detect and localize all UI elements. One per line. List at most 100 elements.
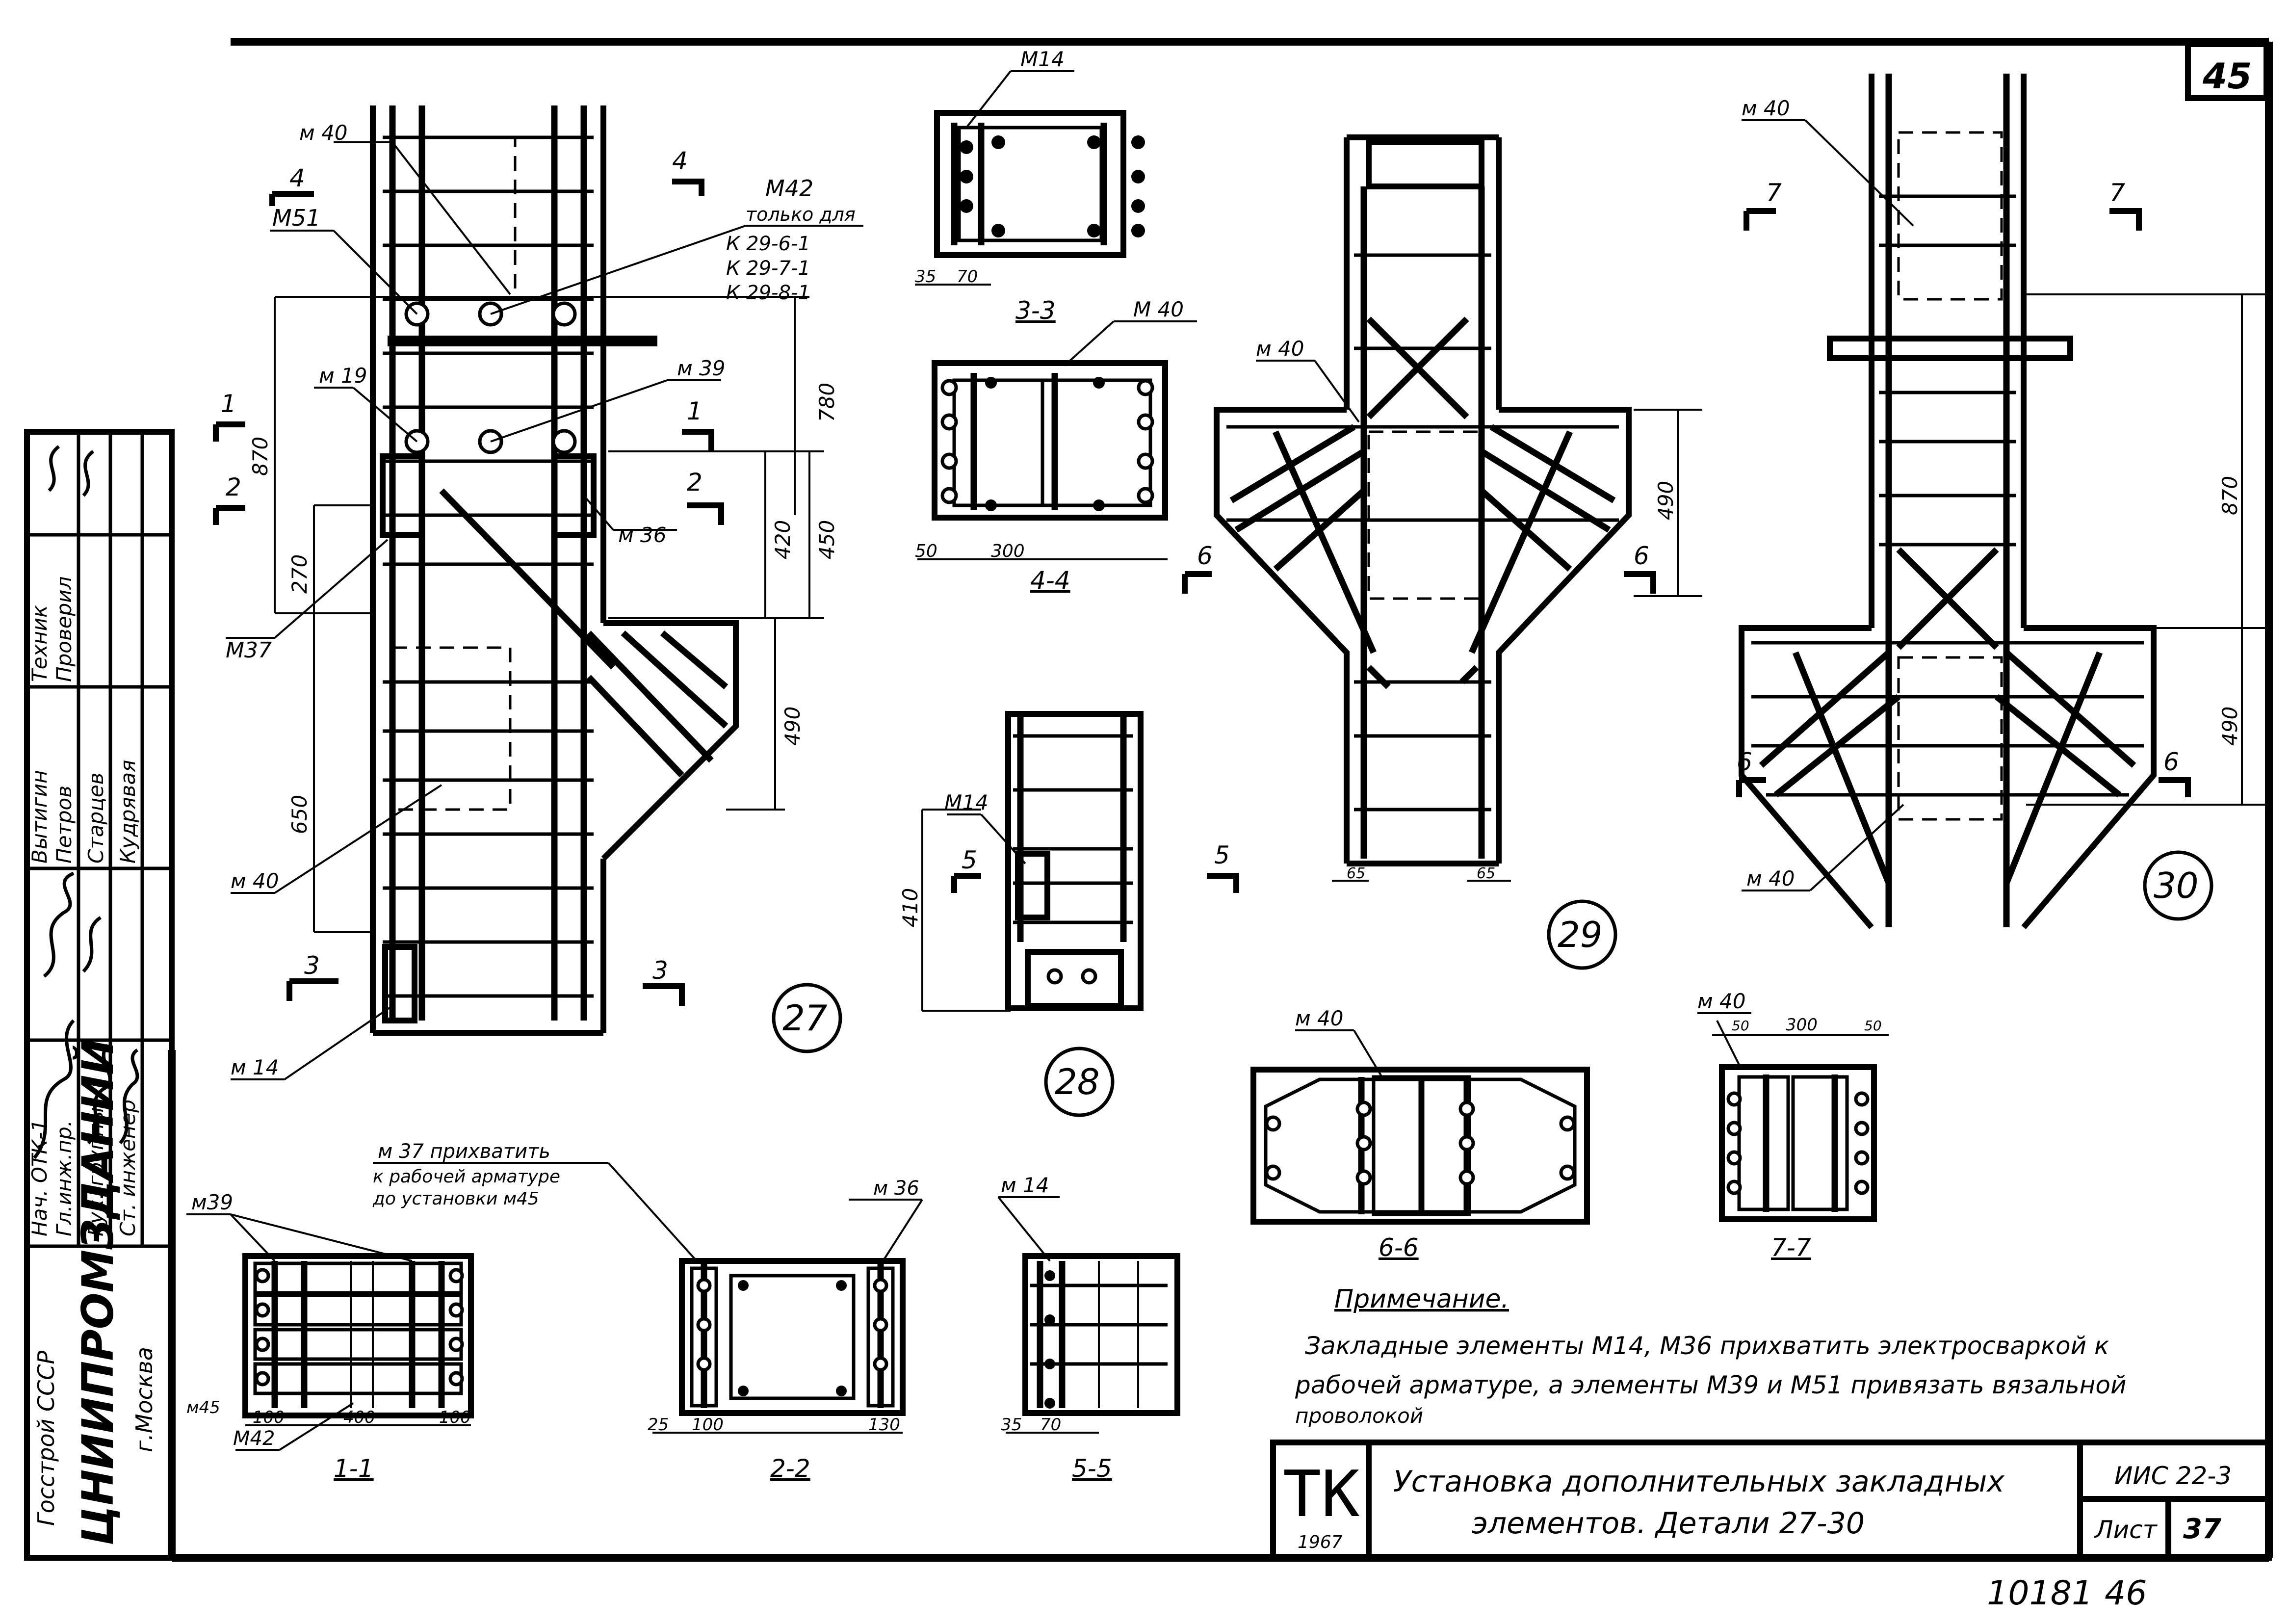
section-5-5-dim-0: 35 <box>1001 1415 1022 1435</box>
cut-1-left: 1 <box>221 390 236 418</box>
title-line1: Установка дополнительных закладных <box>1393 1465 2004 1499</box>
note-line1: Закладные элементы М14, М36 прихватить э… <box>1305 1332 2109 1360</box>
section-4-4-dim-b: 300 <box>991 541 1025 561</box>
detail-28-cut5-left: 5 <box>962 846 977 874</box>
label-m39: м 39 <box>677 356 725 380</box>
signature-marks <box>33 445 139 1159</box>
section-6-6: м 40 6-6 <box>1250 1006 1590 1262</box>
label-m40-top: м 40 <box>299 121 347 145</box>
section-1-1-label-m42: М42 <box>233 1427 275 1450</box>
label-k29-8-1: К 29-8-1 <box>726 282 810 304</box>
role-0: Нач. ОТК-1 <box>27 1119 52 1236</box>
sheet-corner-number: 45 <box>2202 55 2252 97</box>
section-3-3-label: М14 <box>1020 47 1065 71</box>
detail-29-dim-65a: 65 <box>1347 865 1365 882</box>
title-series: ИИС 22-3 <box>2114 1462 2232 1490</box>
section-3-3-dim-a: 35 <box>915 267 936 287</box>
detail-30-dim-490: 490 <box>2218 707 2242 746</box>
section-1-1-dim-0: 100 <box>253 1408 285 1427</box>
section-1-1-dim-1: 400 <box>343 1408 375 1427</box>
dim-450: 450 <box>815 520 839 559</box>
section-7-7-dim-2: 50 <box>1864 1018 1882 1034</box>
section-2-2-label-m37: м 37 прихватить <box>378 1140 550 1163</box>
detail-30-dim-870: 870 <box>2218 476 2242 515</box>
detail-29-cut6-right: 6 <box>1634 542 1649 570</box>
title-sheet-number: 37 <box>2183 1513 2221 1545</box>
detail-29-label-m40: м 40 <box>1256 337 1304 361</box>
section-2-2-dim-0: 25 <box>648 1415 669 1435</box>
section-6-6-label: м 40 <box>1295 1006 1343 1030</box>
section-2-2-label-m36: м 36 <box>873 1177 919 1200</box>
role-4: Вытигин <box>27 770 52 864</box>
cut-3-right: 3 <box>652 956 668 985</box>
section-5-5: м 14 35 70 5-5 <box>997 1173 1180 1483</box>
detail-30-label-m40-low: м 40 <box>1746 866 1795 891</box>
section-7-7-title: 7-7 <box>1771 1233 1811 1262</box>
label-k29-7-1: К 29-7-1 <box>726 257 810 280</box>
cut-2-right: 2 <box>687 468 703 497</box>
dim-780: 780 <box>815 383 839 422</box>
org-line1: Госстрой СССР <box>33 1351 59 1526</box>
dim-420: 420 <box>771 520 795 559</box>
detail-28-dim-410: 410 <box>898 888 922 927</box>
detail-27-drawing <box>370 105 739 1036</box>
detail-30-cut7-left: 7 <box>1766 179 1782 207</box>
detail-28-label: 28 <box>1055 1061 1100 1102</box>
section-4-4: М 40 50 300 4-4 <box>915 297 1197 595</box>
section-7-7-dim-1: 300 <box>1786 1015 1818 1035</box>
label-m14: м 14 <box>231 1055 279 1079</box>
role-8: Техник <box>27 605 52 682</box>
note-heading: Примечание. <box>1334 1284 1509 1314</box>
role-5: Петров <box>52 786 76 864</box>
label-m19: м 19 <box>319 364 367 388</box>
section-4-4-title: 4-4 <box>1030 566 1070 595</box>
cut-4-right: 4 <box>672 147 688 175</box>
detail-29-dim-65b: 65 <box>1477 865 1495 882</box>
title-block: ТК 1967 Установка дополнительных закладн… <box>1270 1440 2272 1561</box>
note-line2: рабочей арматуре, а элементы М39 и М51 п… <box>1295 1371 2126 1399</box>
section-1-1-label-m45: м45 <box>186 1398 220 1417</box>
section-7-7: м 40 50 300 50 7-7 <box>1697 989 1889 1262</box>
dim-870: 870 <box>248 437 272 476</box>
detail-29-drawing: м 40 490 65 65 6 6 29 <box>1182 134 1702 970</box>
label-m37: М37 <box>226 638 272 663</box>
sheet-corner-box: 45 <box>2185 41 2269 101</box>
section-3-3: М14 35 70 3-3 <box>915 47 1145 325</box>
section-2-2-dim-1: 100 <box>692 1415 724 1435</box>
title-year: 1967 <box>1298 1532 1343 1552</box>
section-2-2-title: 2-2 <box>770 1454 810 1483</box>
dim-490: 490 <box>781 707 805 746</box>
cut-4-left: 4 <box>289 164 305 192</box>
detail-29-label: 29 <box>1558 914 1603 955</box>
role-1: Гл.инж.пр. <box>52 1120 76 1236</box>
org-city: г.Москва <box>131 1347 157 1452</box>
detail-29-cut6-left: 6 <box>1197 542 1213 570</box>
dim-650: 650 <box>287 795 312 834</box>
sheet-frame <box>168 38 2273 1562</box>
role-9: Проверил <box>52 576 76 682</box>
left-stamp-strip: Госстрой СССР ЦНИИПРОМЗДАНИЙ г.Москва На… <box>24 429 175 1561</box>
section-3-3-title: 3-3 <box>1015 296 1056 325</box>
detail-28-drawing: 410 М14 5 5 28 <box>898 711 1239 1117</box>
note-line3: проволокой <box>1295 1404 1423 1428</box>
label-m40-low: м 40 <box>231 869 279 893</box>
detail-28-cut5-right: 5 <box>1214 841 1230 869</box>
role-7: Кудрявая <box>116 760 140 864</box>
detail-27-label: 27 <box>782 997 828 1039</box>
bottom-number: 10181 <box>1987 1574 2093 1613</box>
title-code-letters: ТК <box>1283 1457 1360 1531</box>
bottom-number-2: 46 <box>2105 1574 2147 1613</box>
section-1-1-title: 1-1 <box>334 1454 374 1483</box>
section-7-7-label: м 40 <box>1697 989 1745 1013</box>
section-6-6-title: 6-6 <box>1379 1233 1419 1262</box>
section-5-5-label: м 14 <box>1001 1173 1049 1197</box>
role-6: Старцев <box>84 773 108 864</box>
cut-1-right: 1 <box>687 397 703 425</box>
detail-28-label-m14: М14 <box>944 790 989 814</box>
section-3-3-dim-b: 70 <box>957 267 978 287</box>
title-sheet-label: Лист <box>2094 1516 2158 1544</box>
detail-27-number: 27 <box>772 983 842 1053</box>
section-1-1: м39 м45 М42 100 400 100 1-1 <box>186 1190 474 1483</box>
label-k29-6-1: К 29-6-1 <box>726 233 810 255</box>
detail-30-label: 30 <box>2154 865 2199 906</box>
